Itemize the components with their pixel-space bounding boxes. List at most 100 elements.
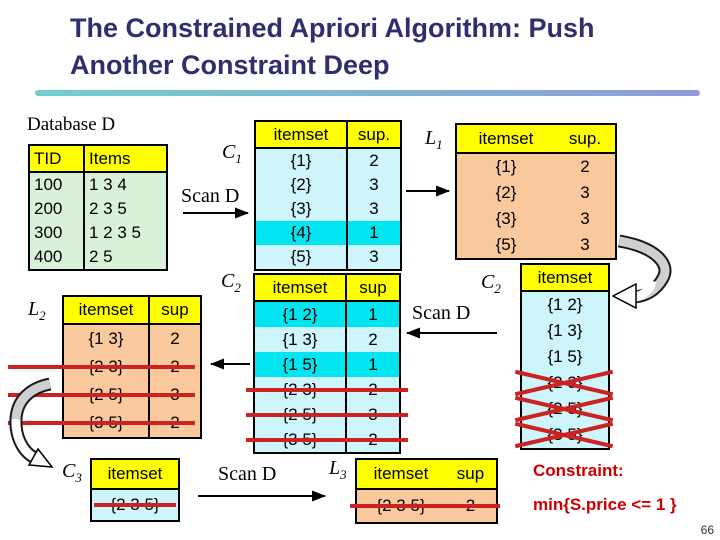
slide-title-line1: The Constrained Apriori Algorithm: Push (70, 13, 595, 43)
strikethrough-line (8, 393, 195, 397)
data-cell: 3 (580, 183, 590, 202)
strikethrough-line (246, 412, 408, 417)
strikethrough-line (246, 387, 408, 392)
strikethrough-line (246, 437, 408, 442)
data-cell: 1 (345, 352, 399, 377)
data-cell: 3 (346, 173, 400, 197)
constraint-formula: min{S.price <= 1 } (533, 495, 677, 514)
title-underline-rule (35, 90, 700, 96)
slide-title: The Constrained Apriori Algorithm: Push … (70, 10, 595, 84)
table-row: {1}2 (457, 154, 615, 180)
table-row: {2 3}2 (246, 377, 408, 402)
data-cell: 3 (346, 197, 400, 221)
table-row: {3 5}2 (8, 409, 200, 437)
header-cell: itemset (107, 464, 163, 483)
table-row: {3} 3 (256, 197, 400, 221)
curved-arrow-l1-to-c2 (611, 234, 672, 310)
table-header-row: itemset (522, 265, 608, 292)
label-c2-right: C2 (481, 271, 501, 296)
table-row: {3} 3 (457, 206, 615, 232)
data-cell: 2 (346, 149, 400, 173)
database-label: Database D (27, 114, 116, 135)
data-cell: 2 3 5 (83, 197, 166, 221)
table-row: 300 1 2 3 5 (30, 221, 166, 245)
data-cell: 100 (34, 175, 63, 194)
data-cell: {3} (290, 199, 312, 218)
header-cell: itemset (537, 267, 593, 287)
c3-candidate-table: itemset{2 3 5} (90, 458, 180, 522)
data-cell: {1 5} (282, 354, 318, 374)
header-cell: sup (456, 464, 485, 483)
data-cell: {5} (290, 247, 312, 266)
data-cell: 400 (34, 247, 63, 266)
table-row: {3 5}2 (246, 427, 408, 452)
table-row: {1 3}2 (64, 325, 200, 353)
data-cell: {2} (495, 183, 517, 202)
page-number: 66 (700, 523, 714, 537)
table-header-row: itemset sup. (256, 122, 400, 149)
table-row: {2} 3 (457, 180, 615, 206)
data-cell: 1 (345, 302, 399, 327)
table-row: {1 2} 1 (255, 302, 399, 327)
data-cell: 3 (580, 235, 590, 254)
table-row: {1}2 (256, 149, 400, 173)
label-l1: L1 (425, 127, 443, 152)
data-cell: 2 (148, 325, 200, 353)
header-cell: sup (148, 297, 200, 323)
data-cell: {1 3} (282, 329, 318, 349)
data-cell: 300 (34, 223, 63, 242)
header-cell: sup. (568, 128, 602, 148)
table-header-row: itemset (92, 460, 178, 490)
header-cell: itemset (273, 124, 329, 144)
table-row: {2 3}2 (8, 353, 200, 381)
table-row: {2}3 (256, 173, 400, 197)
header-cell: itemset (478, 128, 534, 148)
table-row: {5} 3 (256, 245, 400, 269)
data-cell: 3 (580, 209, 590, 228)
data-cell: 2 (345, 327, 399, 352)
header-cell: itemset (272, 277, 328, 297)
table-row: {2 3} (514, 369, 614, 397)
data-cell: 2 5 (83, 245, 166, 269)
table-row: 200 2 3 5 (30, 197, 166, 221)
header-cell: Items (83, 146, 166, 171)
table-row: {1 5} 1 (255, 352, 399, 377)
data-cell: 3 (346, 245, 400, 269)
data-cell: {3} (495, 209, 517, 228)
table-header-row: itemset sup. (457, 125, 615, 154)
data-cell: {1 3} (547, 321, 583, 340)
strikethrough-line (350, 504, 500, 508)
table-row: {4}1 (256, 221, 400, 245)
l1-frequent-table: itemset sup. {1}2 {2} 3 {3} 3 {5} 3 (455, 123, 617, 260)
label-c3: C3 (62, 460, 82, 485)
constraint-note: Constraint: min{S.price <= 1 } (533, 461, 677, 515)
table-header-row: TID Items (30, 146, 166, 173)
table-row: {1 3} (522, 318, 608, 344)
data-cell: {5} (495, 235, 517, 254)
table-row: {2 5}3 (246, 402, 408, 427)
data-cell: 1 2 3 5 (83, 221, 166, 245)
data-cell: {1 5} (547, 347, 583, 366)
header-cell: itemset (78, 300, 134, 319)
data-cell: {1 2} (282, 304, 318, 324)
strikethrough-line (94, 503, 176, 507)
header-cell: TID (34, 148, 62, 168)
strikethrough-line (8, 421, 195, 425)
strikethrough-line (8, 365, 195, 369)
data-cell: 200 (34, 199, 63, 218)
header-cell: sup. (346, 122, 400, 147)
c2-pruned-table: itemset{1 2}{1 3}{1 5}{2 3}{2 5}{3 5} (514, 263, 614, 450)
table-header-row: itemset sup (64, 297, 200, 325)
table-row: {2 3 5}2 (350, 490, 500, 522)
scan-d-label-3: Scan D (218, 463, 277, 485)
data-cell: {1 2} (547, 295, 583, 314)
table-row: {2 5} (514, 395, 614, 423)
